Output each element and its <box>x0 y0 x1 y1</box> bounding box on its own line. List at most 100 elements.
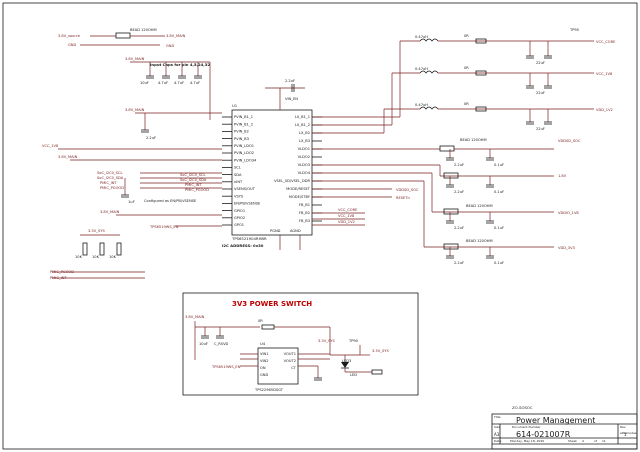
pmic-bottom-pin-2: AGND <box>290 229 301 233</box>
svg-text:0.1uF: 0.1uF <box>494 261 504 265</box>
pmic-right-pin: FB_B3 <box>299 219 310 223</box>
power-switch-section: 3V3 POWER SWITCH 3.8V_MAIN 10uF C_RSVD 0… <box>182 292 419 396</box>
net-gnd: GND <box>68 43 76 47</box>
svg-text:BEAD 120OHM: BEAD 120OHM <box>466 204 493 208</box>
net-3v8-source: 3.8V_source <box>58 34 81 38</box>
svg-text:Document Number: Document Number <box>512 425 541 429</box>
svg-text:0R: 0R <box>464 102 469 106</box>
svg-text:2.2uF: 2.2uF <box>454 261 464 265</box>
pmic-right-pin: LX_B1_2 <box>295 123 310 127</box>
net-3v8-main-ldo: 3.8V_MAIN <box>58 155 78 159</box>
ps-net-out-right: 3.3V_SYS <box>372 349 389 353</box>
net-vdd-3v3: VDD_3V3 <box>558 246 575 250</box>
net-1v8: 1.8V <box>558 174 567 178</box>
tb-rev: 1 <box>624 432 627 437</box>
i2c-section: SoC_I2C0_SCL SoC_I2C0_SDA PMIC_INT PMIC_… <box>97 171 222 229</box>
pmic-right-pin: VLDO1 <box>298 147 310 151</box>
ps-part: TPS22965DSGT <box>254 388 284 392</box>
svg-text:4.7uF: 4.7uF <box>190 81 200 85</box>
net-vddsd-soc-sel: VDDSD_SOC <box>396 188 419 192</box>
ldo-outputs: BEAD 120OHM VDDSD_SOC 2.2uF 0.1uF 1.8V 2… <box>312 138 581 265</box>
svg-text:4.7uF: 4.7uF <box>174 81 184 85</box>
pmic-left-pin: VSENS/OUT <box>234 187 256 191</box>
pmic-left-pins: PVIN_B1_1PVIN_B1_2PVIN_B2PVIN_B3PVIN_LDO… <box>222 115 261 227</box>
svg-text:Sheet: Sheet <box>568 439 577 443</box>
pmic-right-pin: LX_B1_1 <box>295 115 310 119</box>
tp-label-1: TP95 <box>569 28 579 32</box>
pmic-left-pin: PVIN_B1_1 <box>234 115 253 119</box>
svg-text:0R: 0R <box>464 34 469 38</box>
tb-company: ZO-SOSOC <box>512 405 533 410</box>
svg-text:VCC_CORE: VCC_CORE <box>338 208 358 212</box>
svg-text:0.47uH: 0.47uH <box>415 67 428 71</box>
pmic-body <box>231 109 313 236</box>
svg-text:22uF: 22uF <box>536 91 545 95</box>
ps-left-pin: VIN1 <box>260 352 269 356</box>
buck-outputs: 0.47uH 0R VCC_CORE TP95 22uF 0.47uH 0R V… <box>312 28 616 134</box>
tb-title: Power Management <box>516 416 595 425</box>
power-switch-title: 3V3 POWER SWITCH <box>232 300 312 308</box>
net-soc-scl: SoC_I2C0_SCL <box>97 171 123 175</box>
svg-text:BEAD 120OHM: BEAD 120OHM <box>460 138 487 142</box>
pmic-right-pin: VLDO4 <box>298 171 311 175</box>
pmic-right-pin: MODE/STBY <box>289 195 311 199</box>
pmic-right-pin: LX_B2 <box>299 131 310 135</box>
svg-text:2.2uF: 2.2uF <box>454 163 464 167</box>
pmic-left-pin: PVIN_LDO2 <box>234 151 254 155</box>
ps-left-pin: GND <box>260 373 268 377</box>
net-vcc-1v8-right: VCC_1V8 <box>596 72 613 76</box>
pmic-left-pin: EN/PB/VSENSE <box>234 202 261 206</box>
pmic-refdes: U1 <box>232 103 238 108</box>
pmic-left-pin: SDA <box>234 173 242 177</box>
pmic-left-pin: GPIO1 <box>234 209 245 213</box>
svg-text:1uF: 1uF <box>128 200 135 204</box>
net-3v8-main-caps: 3.8V_MAIN <box>125 57 145 61</box>
svg-text:BEAD 120OHM: BEAD 120OHM <box>466 239 493 243</box>
pmic-left-pin: PVIN_LDO34 <box>234 158 257 162</box>
pmic-left-pin: GPIO2 <box>234 216 245 220</box>
pmic-bottom-pin-1: PGND <box>270 229 281 233</box>
title-block: ZO-SOSOC Title Power Management Size A3 … <box>491 405 638 450</box>
svg-text:2.2uF: 2.2uF <box>454 190 464 194</box>
net-3v8-main-top: 3.8V_MAIN <box>166 34 186 38</box>
svg-text:Rev: Rev <box>620 425 626 429</box>
svg-text:0.1uF: 0.1uF <box>494 226 504 230</box>
svg-text:10uF: 10uF <box>140 81 149 85</box>
svg-text:10K: 10K <box>109 255 117 259</box>
ps-refdes: U4 <box>260 341 266 346</box>
pmic-left-pin: PVIN_B3 <box>234 137 249 141</box>
svg-text:of: of <box>594 439 598 443</box>
i2c-address: I2C ADDRESS: 0x30 <box>222 243 264 248</box>
bead-label: BEAD 120OHM <box>130 28 157 32</box>
input-cap-bank: 10uF 4.7uF 4.7uF 4.7uF <box>140 62 202 85</box>
svg-text:VDD_1V2: VDD_1V2 <box>338 220 355 224</box>
svg-text:Title: Title <box>493 415 501 419</box>
tb-date: Monday, May 18, 2020 <box>510 439 544 443</box>
svg-text:VCC_1V8: VCC_1V8 <box>338 214 355 218</box>
svg-text:3.3V_SYS: 3.3V_SYS <box>88 229 105 233</box>
net-vdd-1v2: VDD_1V2 <box>596 108 613 112</box>
net-soc-sda: SoC_I2C0_SDA <box>97 176 124 180</box>
svg-text:0R: 0R <box>258 319 263 323</box>
ps-tp-label: TP90 <box>348 339 359 343</box>
svg-text:SoC_I2C0_SDA: SoC_I2C0_SDA <box>180 178 207 182</box>
svg-text:0.1uF: 0.1uF <box>494 190 504 194</box>
net-3v8-main-b3: 3.8V_MAIN <box>125 108 145 112</box>
svg-text:C_RSVD: C_RSVD <box>214 342 229 346</box>
ps-led-ref: LED3 <box>342 359 351 363</box>
tb-size: A3 <box>494 432 500 437</box>
svg-text:2.2uF: 2.2uF <box>454 226 464 230</box>
ps-net-out: 3.3V_SYS <box>318 339 335 343</box>
power-switch-frame <box>182 292 419 396</box>
pmic-left-pin: PVIN_B2 <box>234 130 249 134</box>
net-vcc-1v8-left: VCC_1V8 <box>42 144 59 148</box>
svg-text:Date:: Date: <box>494 439 502 443</box>
ps-net-in: 3.8V_MAIN <box>185 315 205 319</box>
pmic-right-pin: VLDO2 <box>298 155 310 159</box>
pmic-part: TPS6521904RHBR <box>231 236 267 241</box>
svg-text:22uF: 22uF <box>536 61 545 65</box>
svg-text:4.7uF: 4.7uF <box>158 81 168 85</box>
svg-text:0.47uH: 0.47uH <box>415 35 428 39</box>
